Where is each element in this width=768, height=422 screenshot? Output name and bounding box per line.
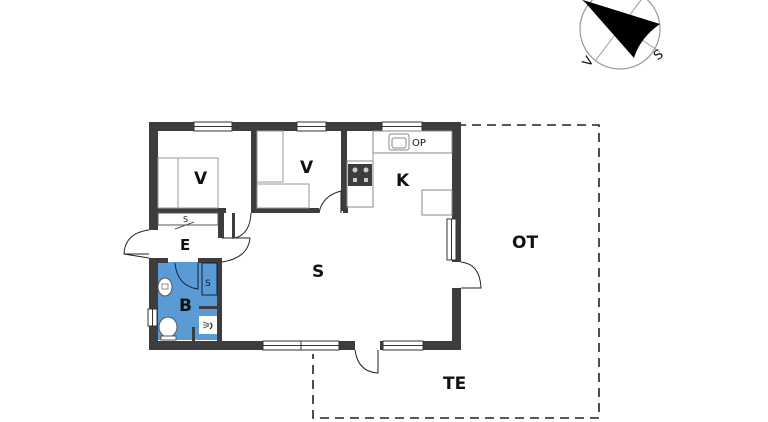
compass-icon: V S bbox=[579, 0, 666, 70]
room-label-bedroom-1: V bbox=[194, 169, 208, 189]
washbasin-icon bbox=[157, 277, 173, 297]
room-label-terrace: TE bbox=[443, 374, 466, 394]
room-label-entrance: E bbox=[180, 236, 190, 254]
shower-icon bbox=[199, 316, 217, 334]
room-label-covered-terrace: OT bbox=[512, 233, 538, 253]
entrance-closet-label: S bbox=[183, 215, 188, 224]
kitchen-op-label: OP bbox=[412, 138, 426, 149]
terrace-outline bbox=[312, 124, 600, 419]
windows bbox=[147, 121, 457, 351]
toilet-icon bbox=[158, 316, 178, 341]
compass-north-label: V bbox=[580, 54, 597, 70]
doors bbox=[123, 190, 482, 374]
room-label-kitchen: K bbox=[396, 171, 410, 191]
interior-walls bbox=[158, 131, 348, 341]
room-label-bathroom: B bbox=[179, 296, 192, 316]
room-label-bedroom-2: V bbox=[300, 158, 314, 178]
room-label-living: S bbox=[312, 262, 324, 282]
furniture bbox=[157, 130, 453, 296]
stove-icon bbox=[348, 164, 372, 186]
bathroom-closet-label: S bbox=[205, 279, 211, 289]
compass-south-label: S bbox=[651, 47, 666, 64]
kitchen-sink-icon bbox=[388, 133, 410, 151]
